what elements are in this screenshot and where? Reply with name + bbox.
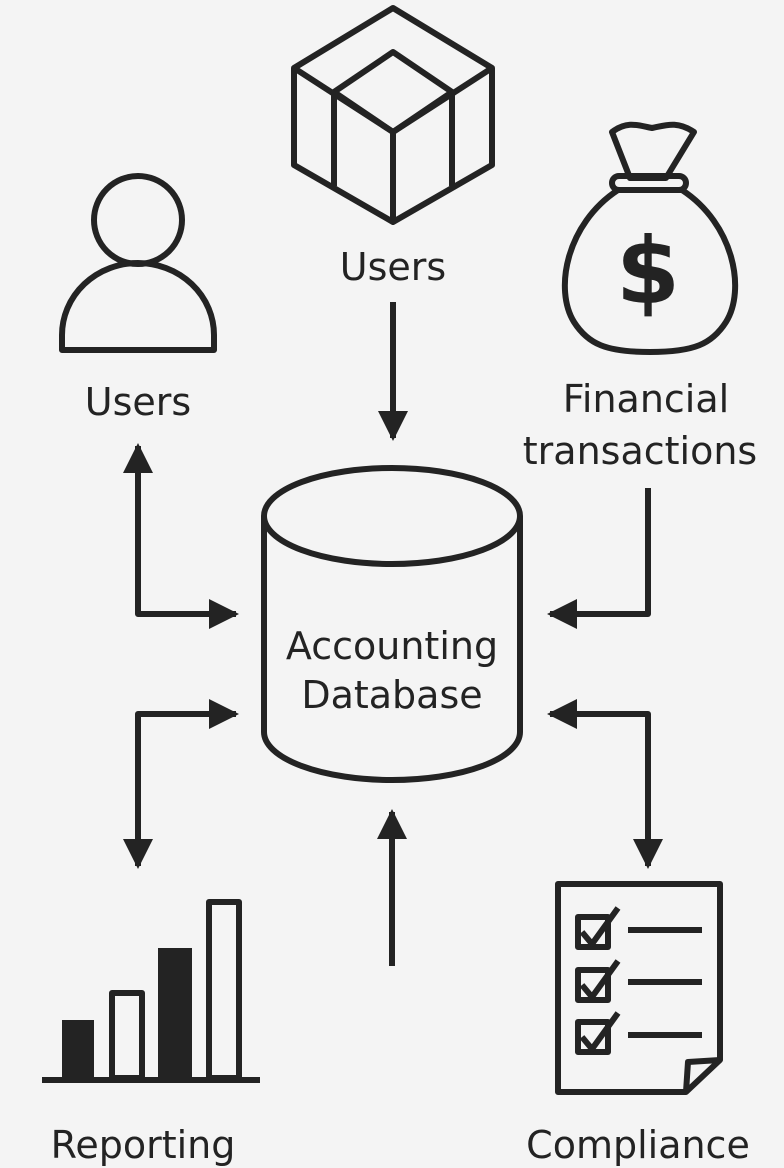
money-bag-icon: $ <box>561 121 739 355</box>
database-cylinder-icon <box>261 465 523 783</box>
box-icon <box>291 5 495 225</box>
database-label-line2: Database <box>301 673 482 717</box>
checkbox-checked-icon <box>575 1011 621 1055</box>
financial-transactions-label-line2: transactions <box>523 429 757 473</box>
checklist-document-icon <box>555 881 723 1095</box>
arrow-database-compliance <box>547 699 663 869</box>
user-icon <box>59 173 217 353</box>
compliance-label: Compliance <box>526 1123 750 1167</box>
arrow-database-users-left <box>123 443 239 629</box>
dollar-sign-glyph: $ <box>616 218 680 325</box>
bar-chart-icon <box>42 899 260 1083</box>
financial-transactions-label-line1: Financial <box>563 377 729 421</box>
database-label-line1: Accounting <box>286 624 498 668</box>
reporting-label: Reporting <box>51 1123 236 1167</box>
checkbox-checked-icon <box>575 906 621 950</box>
arrow-database-reporting <box>123 699 239 869</box>
users-top-label: Users <box>340 245 446 289</box>
checkbox-checked-icon <box>575 959 621 1003</box>
users-left-label: Users <box>85 380 191 424</box>
arrow-financial-to-database <box>547 488 651 629</box>
